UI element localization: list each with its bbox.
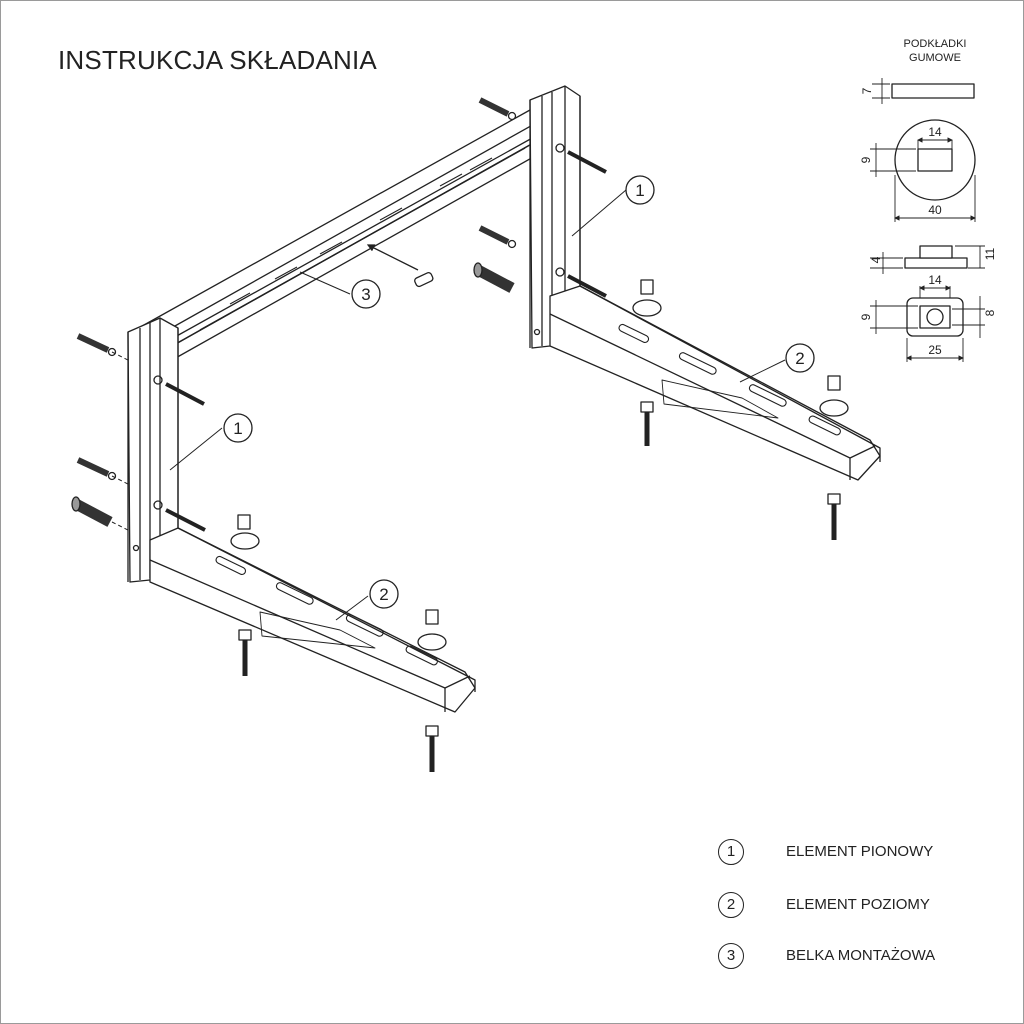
callout-1-left-leader [169,427,223,471]
rubber-pads-title: PODKŁADKI GUMOWE [880,37,990,65]
dim-square2: 14 [928,273,942,287]
callout-1-right-circle [625,175,655,205]
dim-width: 25 [928,343,942,357]
dim-hole: 8 [983,309,997,316]
callout-2-right-circle [785,343,815,373]
callout-1-right: 1 [635,181,644,200]
right-vertical-element [529,85,581,349]
dim-square: 14 [928,125,942,139]
right-wall-anchors [473,97,517,293]
rubber-pads-title-line1: PODKŁADKI [903,38,967,50]
legend-number-1: 1 [718,839,744,865]
callout-1-left-circle [223,413,253,443]
rubber-pads-assembly [230,279,849,772]
right-horizontal-element [549,285,881,481]
callout-2-left-leader [335,595,369,621]
left-vertical-element [127,317,179,583]
callout-3: 3 [361,285,370,304]
legend-label-2: ELEMENT POZIOMY [786,896,930,913]
vertical-bolts [153,143,607,532]
dim-boss-h: 4 [869,256,883,263]
legend-label-3: BELKA MONTAŻOWA [786,947,936,964]
left-wall-anchors [71,333,129,531]
callout-3-circle [351,279,381,309]
pad-detail-top [870,119,976,222]
dim-thickness: 7 [860,87,874,94]
legend-number-2: 2 [718,892,744,918]
page-title: INSTRUKCJA SKŁADANIA [58,45,377,75]
callout-2-right: 2 [795,349,804,368]
legend-number-3: 3 [718,943,744,969]
dim-diameter: 40 [928,203,942,217]
callout-1-left: 1 [233,419,242,438]
legend-label-1: ELEMENT PIONOWY [786,843,934,860]
callout-3-leader [299,271,351,295]
beam-connector [366,244,434,288]
dim-square-h: 9 [859,156,873,163]
left-horizontal-element [149,527,476,713]
pad-detail-washer-top [870,285,985,362]
pad-detail-washer-side [870,245,985,274]
dim-total-h: 11 [983,247,997,260]
callout-1-right-leader [571,189,627,237]
pad-detail-side [872,78,975,104]
callout-2-left: 2 [379,585,388,604]
rubber-pads-title-line2: GUMOWE [909,52,961,64]
dim-square2-h: 9 [859,313,873,320]
callout-2-right-leader [739,359,786,383]
callout-2-left-circle [369,579,399,609]
